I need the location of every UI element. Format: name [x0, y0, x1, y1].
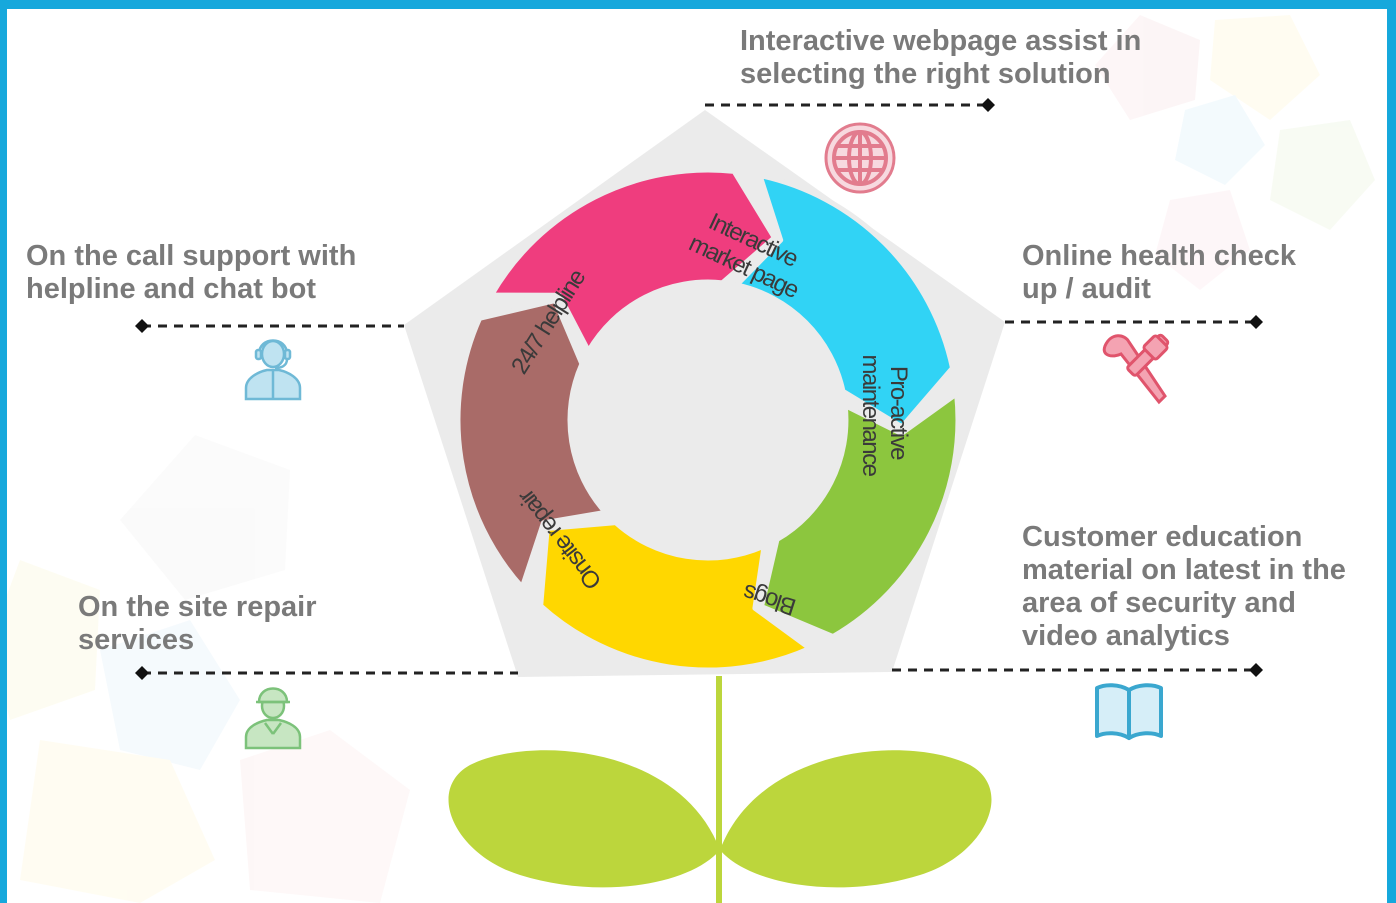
frame-border-right	[1387, 0, 1396, 903]
callout-site-repair: On the site repair services	[78, 591, 317, 656]
book-icon	[1095, 683, 1163, 740]
frame-border-top	[0, 0, 1396, 9]
plant-leaf-left	[448, 750, 720, 888]
plant	[448, 676, 992, 903]
callout-customer-education: Customer education material on latest in…	[1022, 521, 1346, 652]
plant-leaf-right	[720, 750, 992, 888]
connector-endpoint-top	[981, 98, 995, 112]
support-agent-icon	[244, 339, 302, 401]
tools-icon	[1102, 333, 1170, 405]
connector-endpoint-left-lower	[135, 666, 149, 680]
globe-icon	[824, 122, 896, 194]
connector-endpoint-right-upper	[1249, 315, 1263, 329]
callout-interactive-webpage: Interactive webpage assist in selecting …	[740, 25, 1142, 90]
callout-health-check: Online health check up / audit	[1022, 240, 1296, 305]
repair-worker-icon	[244, 687, 302, 750]
segment-label-pro-active-maintenance: Pro-active maintenance	[857, 355, 912, 477]
cycle-diagram	[455, 167, 961, 673]
connector-endpoint-right-lower	[1249, 663, 1263, 677]
cycle-center	[568, 280, 848, 560]
background-decoration	[0, 15, 1375, 903]
connector-lines	[142, 103, 1256, 675]
callout-call-support: On the call support with helpline and ch…	[26, 240, 357, 305]
frame-border-left	[0, 0, 7, 903]
connector-endpoint-left-upper	[135, 319, 149, 333]
plant-stem	[716, 676, 722, 903]
connector-endpoints	[135, 98, 1263, 680]
